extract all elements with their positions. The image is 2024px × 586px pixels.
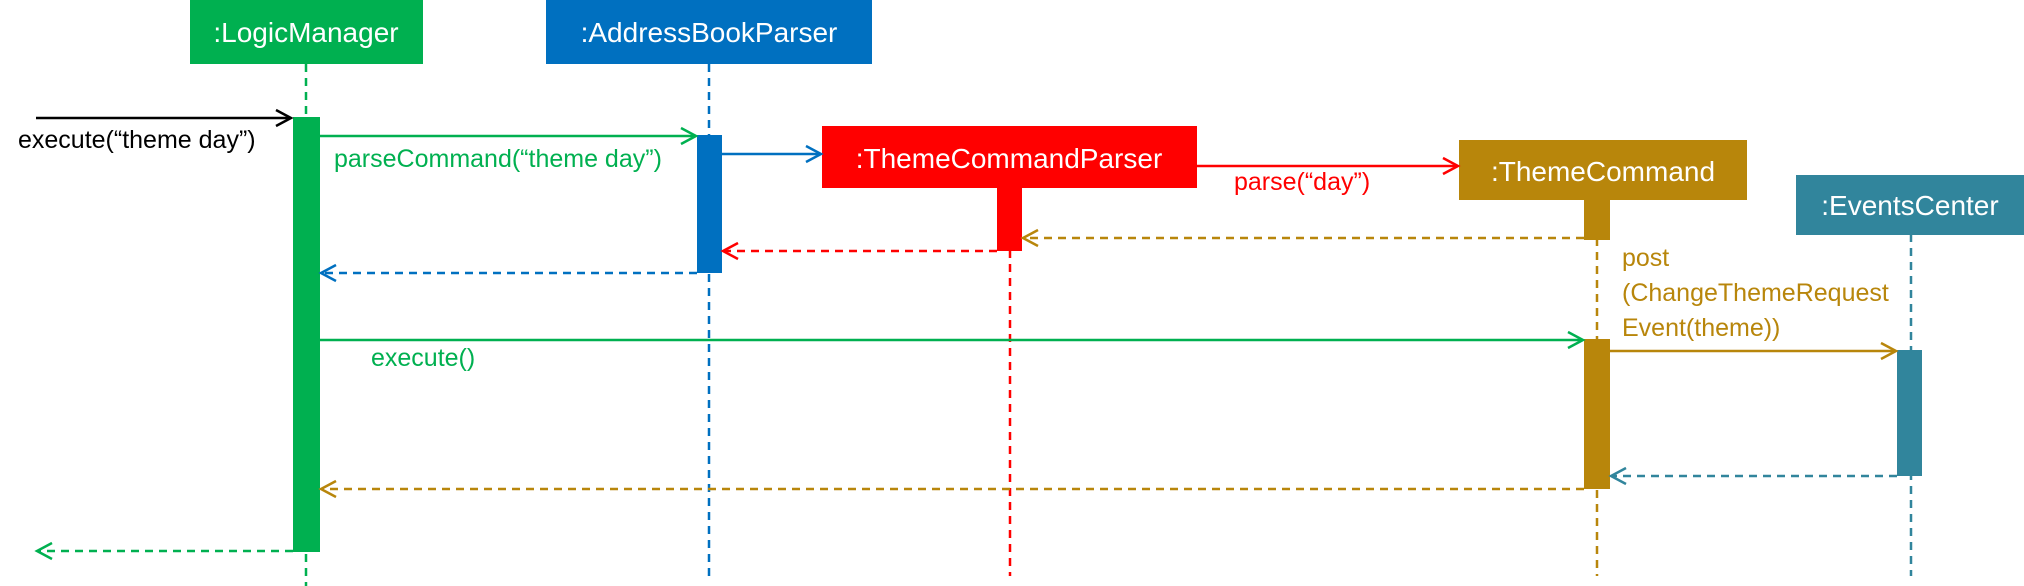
participant-label: :AddressBookParser	[581, 17, 838, 48]
message-label: execute(“theme day”)	[18, 126, 256, 154]
participant-label: :ThemeCommandParser	[856, 143, 1163, 174]
return-theme-parser-to-address-book-parser	[720, 241, 997, 261]
message-execute-command: execute()	[320, 330, 1586, 372]
participant-label: :EventsCenter	[1821, 190, 1998, 221]
participant-label: :ThemeCommand	[1491, 156, 1715, 187]
message-label: (ChangeThemeRequest	[1622, 279, 1889, 307]
activation-logic-manager	[293, 117, 320, 552]
message-execute-incoming: execute(“theme day”)	[18, 108, 294, 154]
message-label: execute()	[371, 344, 475, 372]
return-theme-command-to-parser	[1020, 228, 1584, 248]
activation-theme-command-parser	[997, 188, 1022, 251]
message-post-event: post (ChangeThemeRequest Event(theme))	[1610, 244, 1899, 361]
message-label: post	[1622, 244, 1669, 272]
participant-theme-command: :ThemeCommand	[1459, 140, 1747, 200]
participant-events-center: :EventsCenter	[1796, 175, 2024, 235]
participant-theme-command-parser: :ThemeCommandParser	[822, 126, 1197, 188]
return-logic-manager-to-caller	[34, 541, 293, 561]
return-events-center-to-theme-command	[1608, 466, 1897, 486]
message-parse-command: parseCommand(“theme day”)	[320, 126, 699, 173]
message-label: Event(theme))	[1622, 314, 1780, 342]
return-theme-command-to-logic-manager	[318, 479, 1584, 499]
participant-label: :LogicManager	[213, 17, 398, 48]
activation-theme-command-1	[1584, 199, 1610, 240]
activation-events-center	[1897, 350, 1922, 476]
activation-theme-command-2	[1584, 339, 1610, 489]
message-parse-day: parse(“day”)	[1197, 156, 1461, 196]
activation-address-book-parser	[697, 135, 722, 273]
message-create-theme-command-parser	[722, 144, 824, 164]
message-label: parse(“day”)	[1234, 168, 1370, 196]
message-label: parseCommand(“theme day”)	[334, 145, 662, 173]
participant-address-book-parser: :AddressBookParser	[546, 0, 872, 64]
return-address-book-parser-to-logic-manager	[318, 263, 697, 283]
participant-logic-manager: :LogicManager	[190, 0, 423, 64]
